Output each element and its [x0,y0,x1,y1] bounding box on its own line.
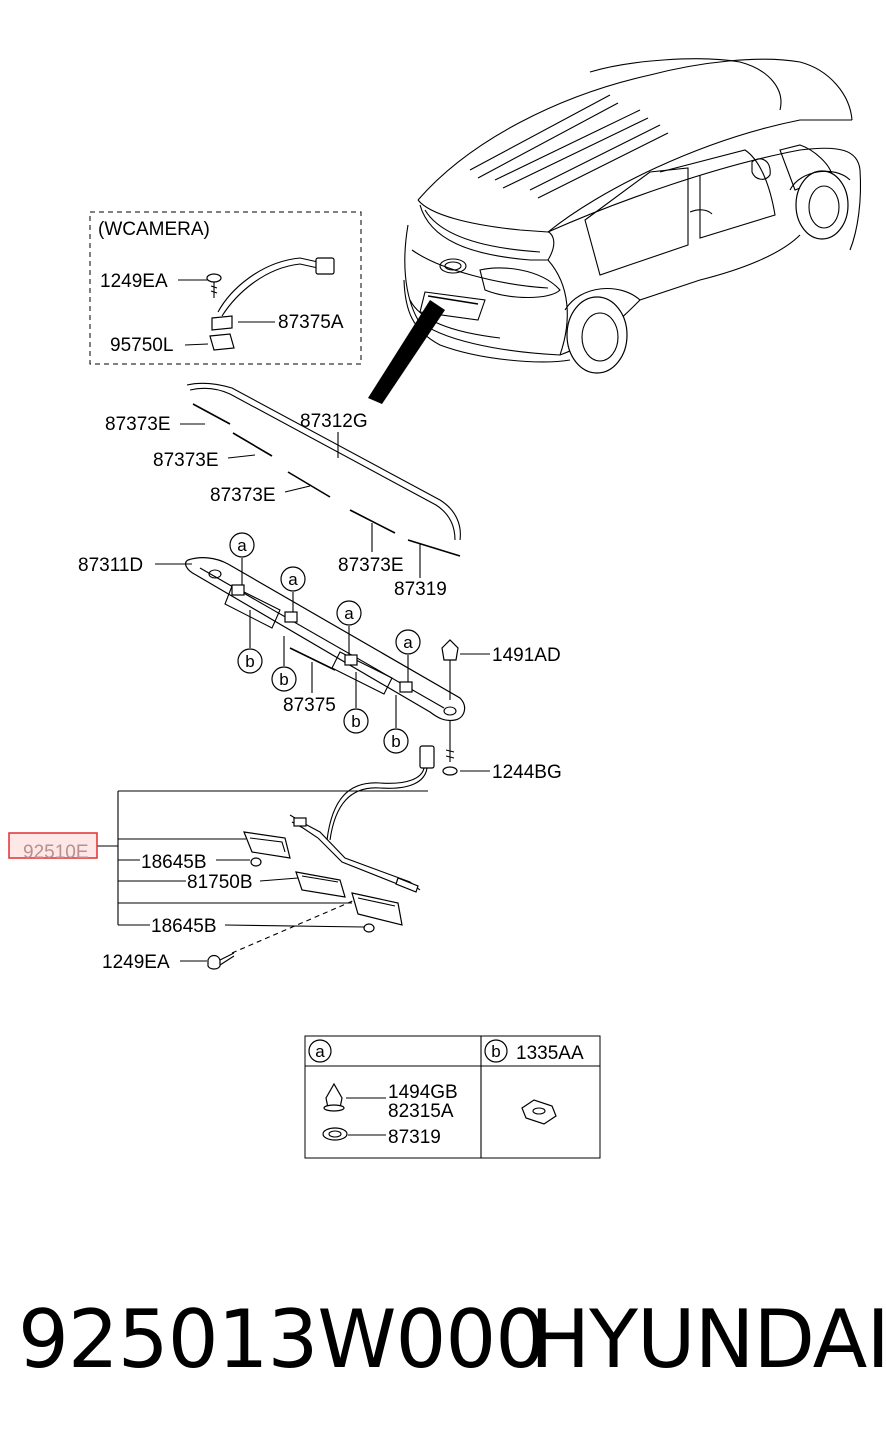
license-lamp-assembly: 92510E 18645B 81750B 18645B 1249EA [8,745,435,973]
svg-text:b: b [351,712,360,731]
label-87312G: 87312G [300,411,368,432]
svg-text:b: b [391,732,400,751]
clip-1491AD: 1491AD [441,639,561,700]
label-87373E-3: 87373E [210,485,276,506]
screw-1244BG: 1244BG [442,720,562,783]
label-18645B-2: 18645B [151,916,217,937]
label-87373E-1: 87373E [105,414,171,435]
brand-name: HYUNDAI [530,1293,886,1386]
label-87319-top: 87319 [394,579,447,600]
label-87373E-4: 87373E [338,555,404,576]
legend-a-part-2: 82315A [388,1101,454,1122]
label-81750B: 81750B [187,872,253,893]
svg-text:a: a [344,604,354,623]
label-87375A: 87375A [278,312,344,333]
legend-a-part-1: 1494GB [388,1082,458,1103]
svg-text:b: b [279,670,288,689]
label-1249EA-bottom: 1249EA [102,952,170,973]
label-1249EA-top: 1249EA [100,271,168,292]
svg-text:b: b [245,652,254,671]
label-95750L: 95750L [110,335,173,356]
svg-text:a: a [403,633,413,652]
label-1244BG: 1244BG [492,762,562,783]
garnish-panel: 87311D 87375 [78,555,466,722]
legend-a-part-3: 87319 [388,1127,441,1148]
legend-table: a b 1335AA 1494GB 82315A 87319 [304,1035,601,1159]
highlight-box [8,832,98,859]
legend-b-part: 1335AA [516,1043,584,1064]
vehicle-illustration [368,58,862,404]
footer: 925013W000 HYUNDAI [0,1290,886,1400]
part-number: 925013W000 [18,1293,546,1386]
callouts-b: b b b b [237,610,409,754]
camera-box-title: (WCAMERA) [98,219,210,240]
svg-text:a: a [288,570,298,589]
callouts-a: a a a a [229,532,421,682]
label-87373E-2: 87373E [153,450,219,471]
legend-a-header: a [315,1042,325,1061]
camera-option-box: (WCAMERA) 1249EA 87375A 95750L [89,211,362,365]
label-87311D: 87311D [78,555,143,576]
garnish-molding: 87373E 87312G 87373E 87373E 87373E 87319 [105,382,461,600]
svg-text:a: a [237,536,247,555]
label-92510E: 92510E [23,842,89,863]
legend-b-header: b [491,1042,500,1061]
label-18645B-1: 18645B [141,852,207,873]
label-87375: 87375 [283,695,336,716]
label-1491AD: 1491AD [492,645,561,666]
